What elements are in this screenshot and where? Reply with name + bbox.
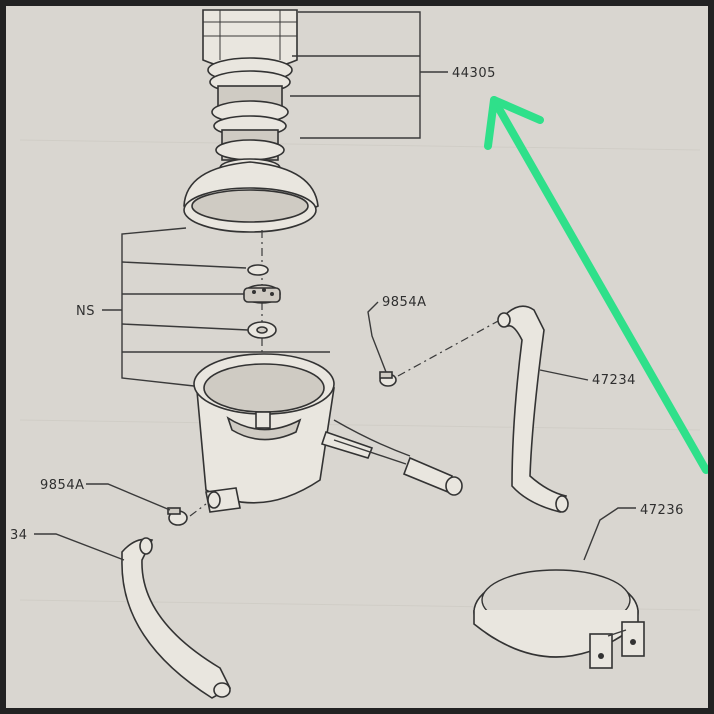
lower-clamp: [167, 507, 188, 526]
leader-47234: [539, 369, 589, 381]
leader-34: [34, 533, 125, 561]
bowl-housing: [193, 353, 463, 513]
exploded-parts-diagram: 44305 NS: [10, 9, 708, 699]
label-44305: 44305: [452, 66, 496, 81]
annotation-arrow: [484, 96, 708, 474]
top-spring-assembly: [183, 9, 319, 233]
label-clamp-lower: 9854A: [40, 478, 84, 493]
leader-clamp-upper: [367, 301, 387, 373]
label-clamp-upper: 9854A: [382, 295, 426, 310]
label-34: 34: [10, 528, 28, 543]
strap-band: [473, 569, 645, 669]
centerline-upper: [397, 319, 501, 377]
parts-diagram-sheet: 44305 NS: [6, 6, 708, 708]
leader-44305: [290, 11, 448, 139]
leader-clamp-lower: [86, 483, 171, 511]
upper-clamp: [379, 371, 397, 387]
label-ns: NS: [76, 304, 95, 319]
label-47234: 47234: [592, 373, 636, 388]
label-47236: 47236: [640, 503, 684, 518]
centerline-lower: [189, 503, 207, 517]
leader-ns: [102, 227, 330, 387]
leader-47236: [583, 507, 636, 561]
left-hose: [121, 537, 232, 699]
right-hose: [497, 305, 569, 513]
